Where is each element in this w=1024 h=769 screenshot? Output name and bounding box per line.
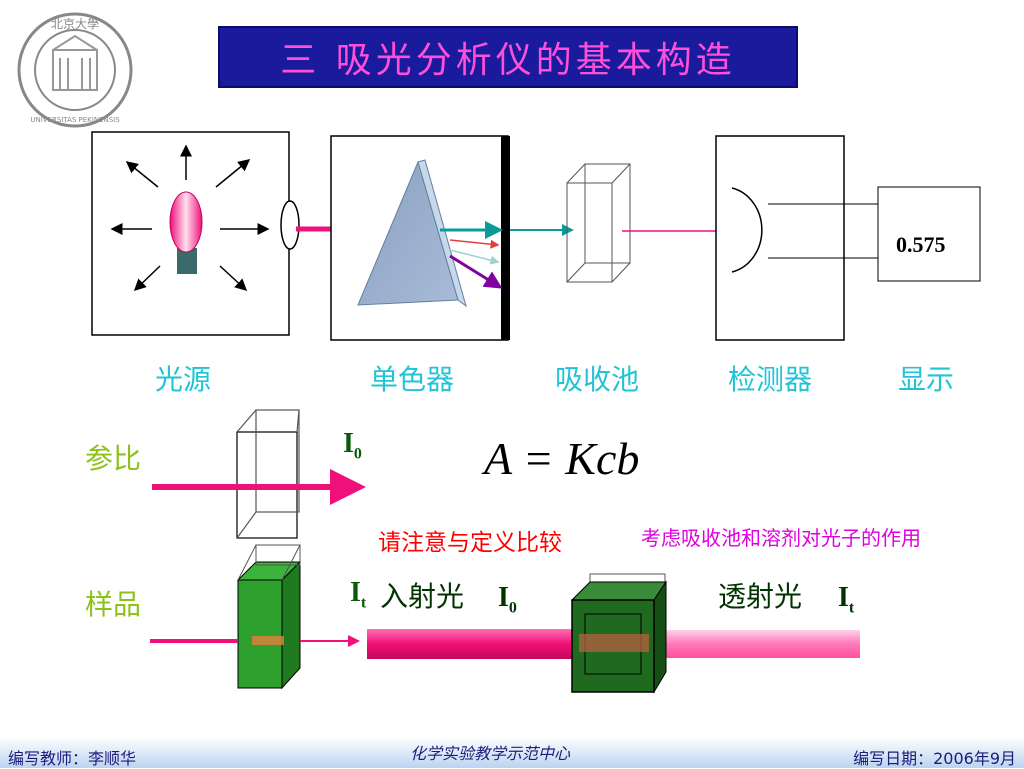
label-display: 显示 <box>898 363 955 396</box>
footer-author: 编写教师：李顺华 <box>8 749 137 768</box>
label-sample: 样品 <box>85 588 142 621</box>
university-logo: 北京大學 UNIVERSITAS PEKINENSIS <box>17 12 133 128</box>
lens <box>280 200 300 250</box>
light-source-box <box>91 131 290 336</box>
label-monochromator: 单色器 <box>370 363 455 396</box>
note-consider-cuvette: 考虑吸收池和溶剂对光子的作用 <box>641 526 921 550</box>
incident-i0-subscript: 0 <box>508 599 517 617</box>
label-transmitted-light: 透射光 <box>718 580 803 613</box>
label-i0-reference: I0 <box>343 428 362 464</box>
label-it-sample: It <box>350 577 366 613</box>
i0-symbol: I <box>343 428 354 459</box>
footer-date: 编写日期：2006年9月 <box>853 749 1016 768</box>
transmitted-it-symbol: I <box>838 582 849 613</box>
label-cuvette: 吸收池 <box>555 363 640 396</box>
sample-cuvette <box>236 544 302 690</box>
cuvette-wireframe <box>566 163 631 283</box>
large-sample-cuvette <box>570 573 667 694</box>
footer-bar <box>0 737 1024 768</box>
logo-text-top: 北京大學 <box>51 17 99 31</box>
incident-i0-symbol: I <box>498 582 509 613</box>
label-detector: 检测器 <box>728 363 813 396</box>
label-incident-i0: I0 <box>498 582 517 618</box>
it-subscript: t <box>360 594 367 612</box>
footer-center: 化学实验教学示范中心 <box>410 744 571 763</box>
transmitted-light-rod <box>655 630 860 658</box>
label-reference: 参比 <box>85 442 142 475</box>
beer-lambert-formula: A = Kcb <box>484 433 640 484</box>
label-transmitted-it: It <box>838 582 854 618</box>
it-symbol: I <box>350 577 361 608</box>
detector-box <box>715 135 878 341</box>
title-banner: 三 吸光分析仪的基本构造 <box>218 26 798 88</box>
display-box <box>877 186 981 282</box>
page-title: 三 吸光分析仪的基本构造 <box>280 40 736 81</box>
i0-subscript: 0 <box>353 445 362 463</box>
label-incident-light: 入射光 <box>380 580 465 613</box>
reference-cuvette <box>236 409 300 539</box>
monochromator-box <box>330 135 510 341</box>
note-compare-definition: 请注意与定义比较 <box>378 530 562 556</box>
transmitted-it-subscript: t <box>848 599 855 617</box>
logo-text-ring: UNIVERSITAS PEKINENSIS <box>30 116 120 124</box>
display-value: 0.575 <box>896 232 946 257</box>
label-light-source: 光源 <box>155 363 212 396</box>
incident-light-rod <box>367 629 577 659</box>
